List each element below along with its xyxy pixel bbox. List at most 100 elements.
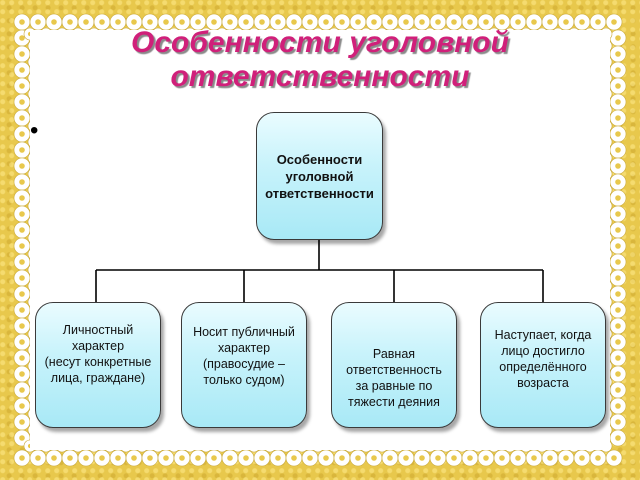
lace-hole — [163, 455, 169, 461]
lace-hole — [99, 455, 105, 461]
child-node-public: Носит публичный характер (правосудие – т… — [181, 302, 307, 428]
lace-hole — [615, 195, 621, 201]
lace-hole — [259, 455, 265, 461]
lace-hole — [615, 307, 621, 313]
lace-hole — [435, 19, 441, 25]
lace-hole — [35, 455, 41, 461]
lace-hole — [615, 227, 621, 233]
lace-hole — [179, 19, 185, 25]
root-node-label: Особенности уголовной ответственности — [265, 151, 374, 201]
lace-hole — [19, 211, 25, 217]
lace-hole — [307, 19, 313, 25]
child-node-label: Равная ответственность за равные по тяже… — [346, 347, 442, 409]
lace-hole — [595, 455, 601, 461]
lace-hole — [615, 403, 621, 409]
lace-hole — [19, 67, 25, 73]
lace-hole — [615, 371, 621, 377]
lace-hole — [595, 19, 601, 25]
lace-hole — [355, 455, 361, 461]
lace-hole — [19, 243, 25, 249]
lace-hole — [615, 131, 621, 137]
lace-hole — [19, 83, 25, 89]
lace-hole — [339, 455, 345, 461]
lace-hole — [163, 19, 169, 25]
child-node-equal: Равная ответственность за равные по тяже… — [331, 302, 457, 428]
lace-hole — [419, 19, 425, 25]
slide-title: Особенности уголовной ответственности — [131, 26, 509, 93]
lace-hole — [67, 455, 73, 461]
lace-hole — [19, 259, 25, 265]
lace-hole — [51, 455, 57, 461]
lace-hole — [615, 211, 621, 217]
lace-hole — [147, 455, 153, 461]
lace-hole — [615, 163, 621, 169]
lace-hole — [483, 455, 489, 461]
lace-hole — [51, 19, 57, 25]
lace-hole — [387, 455, 393, 461]
lace-hole — [579, 455, 585, 461]
lace-hole — [19, 419, 25, 425]
lace-hole — [611, 19, 617, 25]
lace-hole — [19, 179, 25, 185]
lace-hole — [563, 455, 569, 461]
lace-hole — [19, 227, 25, 233]
lace-hole — [547, 455, 553, 461]
lace-hole — [211, 455, 217, 461]
lace-hole — [19, 51, 25, 57]
lace-hole — [615, 243, 621, 249]
lace-hole — [259, 19, 265, 25]
lace-hole — [19, 387, 25, 393]
lace-hole — [291, 455, 297, 461]
lace-hole — [403, 19, 409, 25]
lace-hole — [19, 371, 25, 377]
lace-hole — [615, 419, 621, 425]
lace-hole — [227, 19, 233, 25]
lace-hole — [355, 19, 361, 25]
lace-hole — [275, 19, 281, 25]
lace-hole — [243, 19, 249, 25]
lace-hole — [195, 19, 201, 25]
lace-hole — [451, 19, 457, 25]
lace-hole — [547, 19, 553, 25]
lace-hole — [147, 19, 153, 25]
lace-hole — [615, 387, 621, 393]
lace-hole — [339, 19, 345, 25]
lace-hole — [67, 19, 73, 25]
lace-hole — [615, 83, 621, 89]
lace-hole — [615, 147, 621, 153]
lace-hole — [19, 115, 25, 121]
lace-hole — [467, 455, 473, 461]
lace-hole — [615, 435, 621, 441]
lace-hole — [19, 435, 25, 441]
lace-hole — [499, 19, 505, 25]
lace-hole — [615, 339, 621, 345]
lace-hole — [451, 455, 457, 461]
root-node: Особенности уголовной ответственности — [256, 112, 383, 240]
lace-hole — [323, 19, 329, 25]
lace-hole — [83, 455, 89, 461]
lace-hole — [387, 19, 393, 25]
lace-hole — [483, 19, 489, 25]
lace-hole — [467, 19, 473, 25]
lace-hole — [531, 19, 537, 25]
child-node-age: Наступает, когда лицо достигло определён… — [480, 302, 606, 428]
lace-hole — [615, 179, 621, 185]
child-node-label: Личностный характер (несут конкретные ли… — [44, 323, 152, 385]
lace-hole — [611, 455, 617, 461]
lace-hole — [19, 403, 25, 409]
lace-hole — [419, 455, 425, 461]
lace-hole — [227, 455, 233, 461]
lace-hole — [615, 35, 621, 41]
child-node-label: Носит публичный характер (правосудие – т… — [193, 325, 295, 387]
lace-hole — [211, 19, 217, 25]
lace-hole — [615, 115, 621, 121]
lace-hole — [19, 339, 25, 345]
lace-hole — [615, 275, 621, 281]
lace-hole — [371, 19, 377, 25]
lace-hole — [19, 35, 25, 41]
lace-hole — [563, 19, 569, 25]
lace-hole — [275, 455, 281, 461]
lace-hole — [615, 323, 621, 329]
lace-hole — [19, 195, 25, 201]
